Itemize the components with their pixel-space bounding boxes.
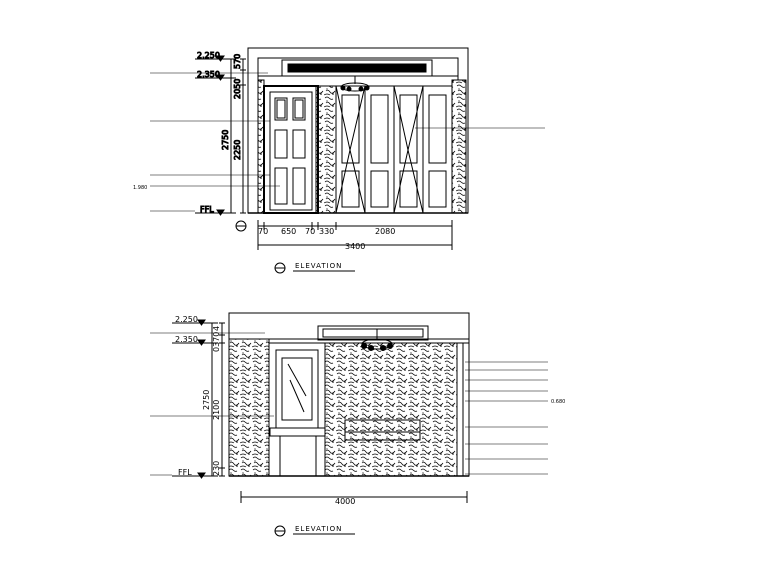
level-label: 2.250 <box>175 315 198 324</box>
overall-dimension: 3400 <box>345 242 365 251</box>
note-label: 1.980 <box>133 185 147 191</box>
door-panels <box>274 97 306 205</box>
vertical-dimension: 570 <box>233 54 242 69</box>
wardrobe-panels <box>335 85 447 214</box>
vertical-dimension: 230 <box>212 461 221 476</box>
vertical-dimension: 2100 <box>212 400 221 420</box>
level-label: 2.350 <box>175 335 198 344</box>
drawing-title: ELEVATION <box>295 525 342 533</box>
elevation-2 <box>150 312 548 503</box>
vertical-dimension: 2250 <box>233 140 242 160</box>
chandelier-icon <box>340 76 370 92</box>
vertical-dimension: 2050 <box>233 79 242 99</box>
horizontal-dimension: 70 <box>305 227 315 236</box>
vertical-dimension: 4 <box>212 326 221 331</box>
title-block-1 <box>274 262 355 274</box>
vertical-dimension: 0370 <box>212 332 221 352</box>
drawing-title: ELEVATION <box>295 262 342 270</box>
level-label: 2.350 <box>197 70 220 79</box>
level-marker-icon <box>195 55 236 216</box>
vertical-dimension: 2750 <box>221 130 230 150</box>
overall-dimension: 4000 <box>335 497 355 506</box>
horizontal-dimension: 650 <box>281 227 296 236</box>
level-label: 2.250 <box>197 51 220 60</box>
level-label: FFL <box>200 205 214 214</box>
level-label: FFL <box>178 468 192 477</box>
horizontal-dimension: 330 <box>319 227 334 236</box>
section-symbol-icon <box>235 220 247 232</box>
horizontal-dimension: 2080 <box>375 227 395 236</box>
title-block-2 <box>274 525 355 537</box>
vertical-dimension: 2750 <box>202 390 211 410</box>
chandelier-icon <box>361 329 393 351</box>
horizontal-dimension: 70 <box>258 227 268 236</box>
note-label: 0.680 <box>551 399 565 405</box>
elevation-1: 2.250 2.350 FFL 570 2050 2750 2250 <box>150 47 545 250</box>
level-marker-icon <box>172 319 218 479</box>
